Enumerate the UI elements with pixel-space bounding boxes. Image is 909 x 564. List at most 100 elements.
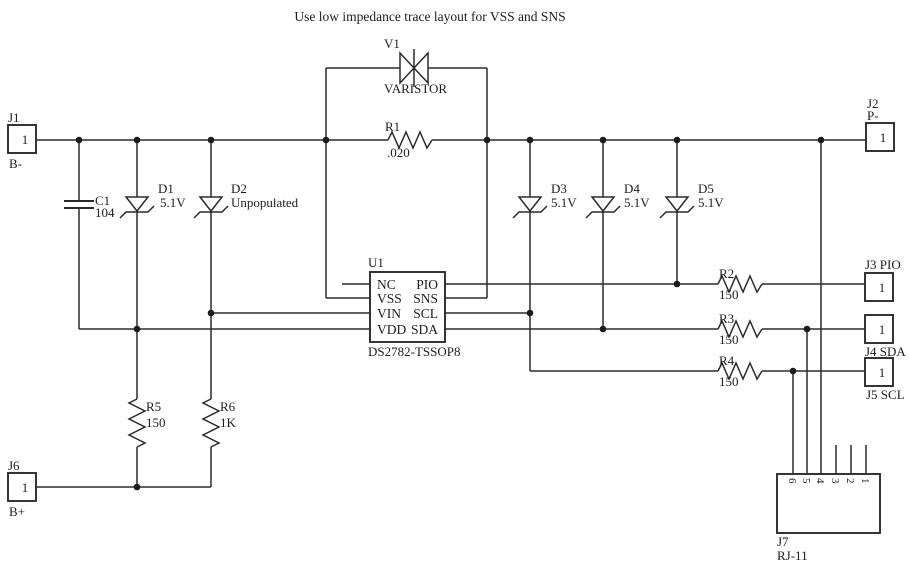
junction-dot [322, 136, 330, 144]
connector-j5-body [864, 357, 894, 387]
ic-u1-pin-vdd: VDD [377, 322, 406, 337]
connector-j6-net: B+ [9, 504, 25, 519]
connector-j5-ref: J5 SCL [866, 387, 905, 402]
connector-j6-pin: 1 [22, 480, 29, 495]
connector-j7-body [776, 473, 881, 534]
zener-d1-value: 5.1V [160, 195, 186, 210]
layout-note: Use low impedance trace layout for VSS a… [294, 9, 565, 24]
connector-j6: J6 1 B+ [7, 458, 37, 519]
resistor-r3-ref: R3 [719, 311, 734, 326]
connector-j2: J2 P- 1 [865, 96, 895, 152]
connector-j4-body [864, 314, 894, 344]
connector-j1: J1 1 B- [7, 110, 37, 171]
connector-j6-body [7, 472, 37, 502]
resistor-r2-value: 150 [719, 287, 739, 302]
connector-j3-ref: J3 PIO [865, 257, 901, 272]
ic-u1-pin-sns: SNS [413, 291, 438, 306]
junction-dot [526, 136, 534, 144]
connector-j3: J3 PIO 1 [864, 257, 901, 302]
junction-dot [133, 483, 141, 491]
junction-dot [526, 309, 534, 317]
junction-dot [599, 325, 607, 333]
connector-j1-pin: 1 [22, 132, 29, 147]
varistor-v1-ref: V1 [384, 36, 400, 51]
resistor-r4-value: 150 [719, 374, 739, 389]
connector-j7-pin5-number: 5 [800, 478, 812, 484]
junction-dot [75, 136, 83, 144]
zener-d2-ref: D2 [231, 181, 247, 196]
resistor-r5-ref: R5 [146, 399, 161, 414]
connector-j4-pin: 1 [879, 322, 886, 337]
varistor-v1-symbol [399, 49, 429, 87]
connector-j1-body [7, 124, 37, 154]
resistors [127, 130, 763, 448]
connector-j7-pin1-number: 1 [859, 478, 871, 484]
resistor-r6-value: 1K [220, 415, 237, 430]
ic-u1: U1 DS2782-TSSOP8 NC VSS VIN VDD PIO SNS … [368, 255, 460, 359]
resistor-r6-ref: R6 [220, 399, 236, 414]
ic-u1-body [369, 271, 446, 343]
zener-d4-value: 5.1V [624, 195, 650, 210]
ic-u1-pin-pio: PIO [416, 277, 438, 292]
zener-d2-symbol [193, 196, 229, 219]
ic-u1-part: DS2782-TSSOP8 [368, 344, 460, 359]
connector-j1-net: B- [9, 156, 22, 171]
zener-d3-value: 5.1V [551, 195, 577, 210]
zener-d4-symbol [585, 196, 621, 219]
zener-d4-ref: D4 [624, 181, 640, 196]
resistor-r4-ref: R4 [719, 353, 735, 368]
connector-j7-ref: J7 [777, 534, 789, 549]
zener-d5-ref: D5 [698, 181, 714, 196]
junction-dot [207, 309, 215, 317]
zener-d3-symbol [512, 196, 548, 219]
junction-dot [789, 367, 797, 375]
ic-u1-ref: U1 [368, 255, 384, 270]
junction-dot [133, 136, 141, 144]
ic-u1-pin-nc: NC [377, 277, 396, 292]
resistor-r2-ref: R2 [719, 266, 734, 281]
resistor-r1-symbol [387, 130, 433, 150]
connector-j5-pin: 1 [879, 365, 886, 380]
connector-j7-pin6-number: 6 [786, 478, 798, 484]
ic-u1-pin-vss: VSS [377, 291, 402, 306]
resistor-r1-ref: R1 [385, 119, 400, 134]
zener-d1-ref: D1 [158, 181, 174, 196]
resistor-r5-value: 150 [146, 415, 166, 430]
resistor-r2-symbol [717, 274, 763, 294]
connector-j1-ref: J1 [8, 110, 20, 125]
zener-d5-value: 5.1V [698, 195, 724, 210]
connector-j7-pin4-number: 4 [814, 478, 826, 484]
varistor-v1-value: VARISTOR [384, 81, 447, 96]
wires [36, 67, 867, 488]
connector-j6-ref: J6 [8, 458, 20, 473]
resistor-r5-symbol [127, 398, 147, 448]
connector-j3-pin: 1 [879, 280, 886, 295]
connector-j2-ref: J2 [867, 96, 879, 111]
resistor-r3-symbol [717, 319, 763, 339]
connector-j3-body [864, 272, 894, 302]
capacitor-c1-ref: C1 [95, 193, 110, 208]
junction-dot [133, 325, 141, 333]
connector-j5: 1 J5 SCL [864, 357, 905, 402]
resistor-r4-symbol [717, 361, 763, 381]
connector-j7-pin2-number: 2 [844, 478, 856, 484]
junction-dots [75, 136, 825, 491]
junction-dot [207, 136, 215, 144]
junction-dot [483, 136, 491, 144]
junction-dot [803, 325, 811, 333]
junction-dot [673, 136, 681, 144]
junction-dot [817, 136, 825, 144]
connector-j2-net: P- [867, 108, 879, 123]
junction-dot [673, 280, 681, 288]
component-labels: Use low impedance trace layout for VSS a… [95, 9, 739, 430]
ic-u1-pin-sda: SDA [411, 322, 438, 337]
resistor-r1-value: .020 [387, 145, 410, 160]
resistor-r3-value: 150 [719, 332, 739, 347]
connector-j7: 6 5 4 3 2 1 J7 RJ-11 [776, 473, 881, 563]
capacitor-c1-value: 104 [95, 205, 115, 220]
connector-j7-part: RJ-11 [777, 548, 808, 563]
connector-j4-ref: J4 SDA [865, 344, 906, 359]
connector-j4: 1 J4 SDA [864, 314, 906, 359]
junction-dot [599, 136, 607, 144]
